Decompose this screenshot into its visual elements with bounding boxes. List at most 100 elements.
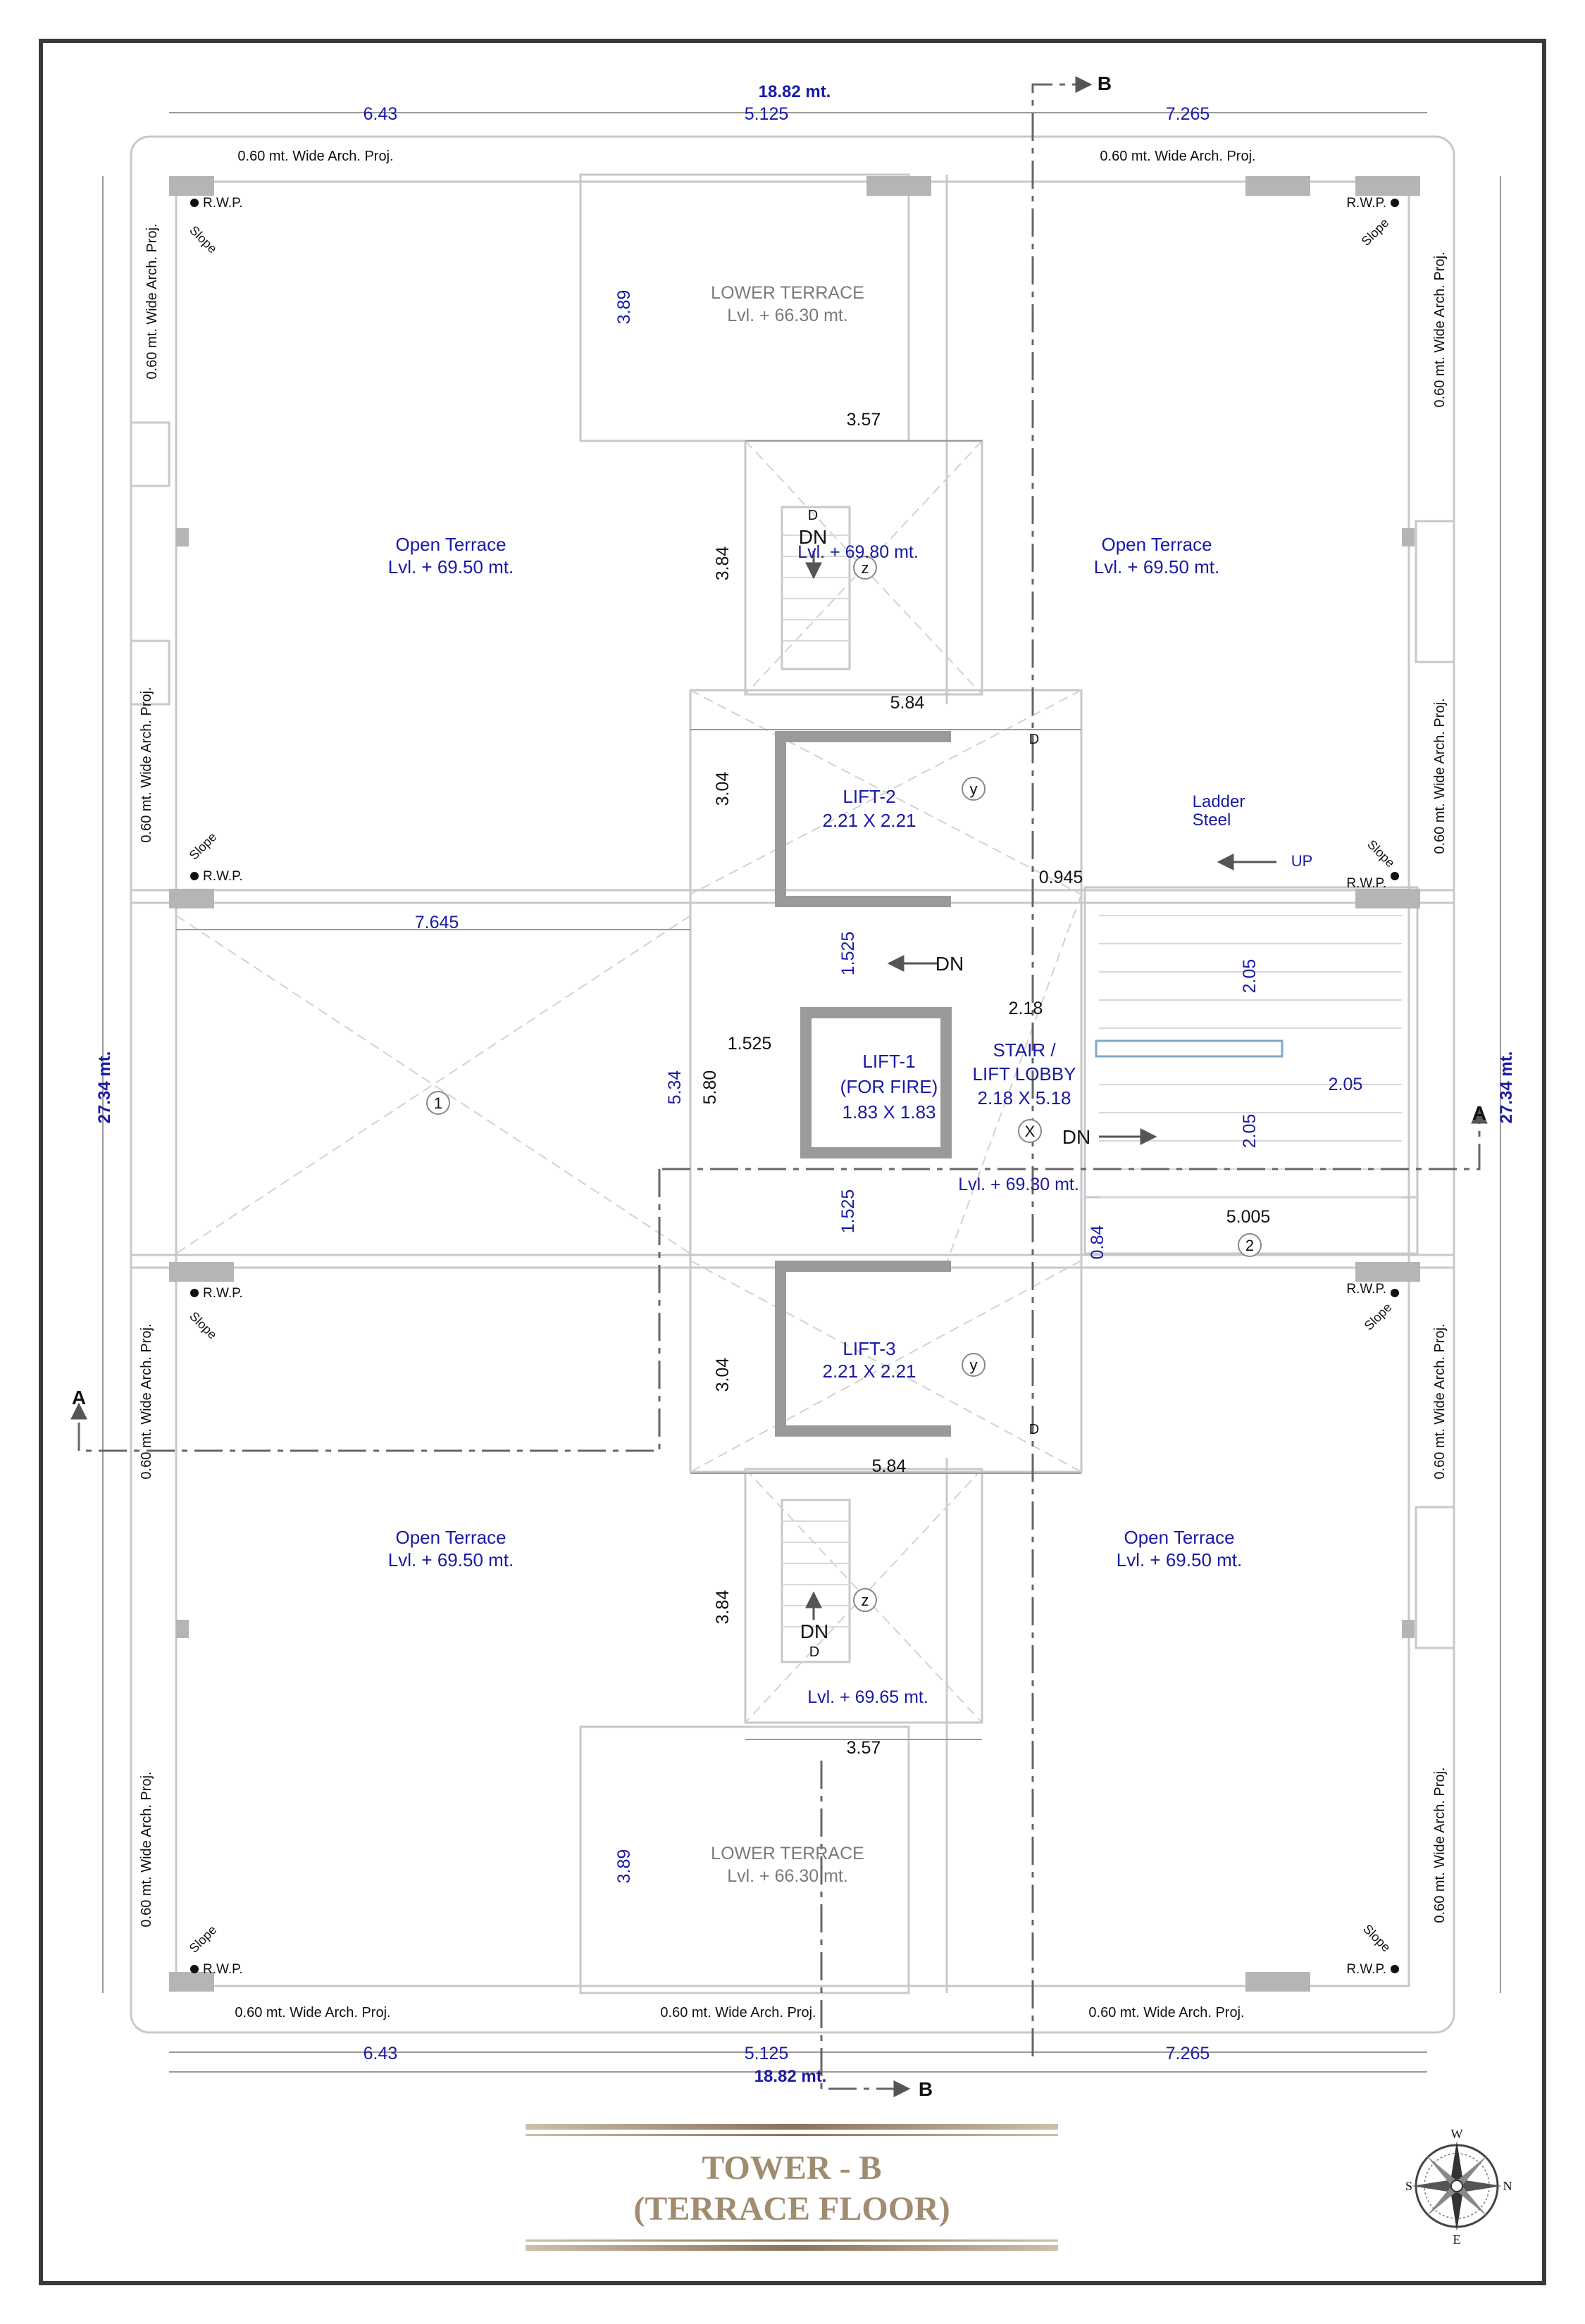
dimension-lines <box>102 112 1501 2073</box>
lift2-size: 2.21 X 2.21 <box>823 810 916 831</box>
d-label-lift3: D <box>1029 1422 1039 1437</box>
arch-proj-top-right: 0.60 mt. Wide Arch. Proj. <box>1100 149 1255 164</box>
dim-lift-clear-upper: 1.525 <box>838 932 858 976</box>
stair-lobby-name-1: STAIR / <box>993 1039 1056 1061</box>
slope-label-bl: Slope <box>187 1923 220 1956</box>
dim-lift-block-depth-bottom: 3.04 <box>713 1358 733 1392</box>
compass-e: E <box>1453 2232 1461 2247</box>
dim-lobby-depth: 5.80 <box>700 1070 720 1105</box>
dim-gap: 0.945 <box>1039 868 1083 887</box>
dn-label-stair: DN <box>1062 1126 1090 1148</box>
d-label-lift2: D <box>1029 732 1039 747</box>
d-label-bottom-stair: D <box>809 1644 819 1660</box>
stair-treads <box>782 535 1402 1628</box>
direction-arrows <box>805 551 1276 1620</box>
title-bar-bottom <box>526 2239 1058 2242</box>
dim-seg-mid-top: 5.125 <box>745 104 789 124</box>
arch-proj-left-2: 0.60 mt. Wide Arch. Proj. <box>139 687 154 842</box>
dn-label-top-stair: DN <box>799 526 827 548</box>
dim-lobby-width: 2.18 <box>1009 999 1043 1018</box>
rwp-label-bl: R.W.P. <box>203 1962 243 1977</box>
lift2-name: LIFT-2 <box>843 786 895 807</box>
dim-lift-block-depth-top: 3.04 <box>713 772 733 806</box>
tag-z-top: z <box>862 559 869 577</box>
tag-y-lift2: y <box>970 780 978 798</box>
arch-proj-left-1: 0.60 mt. Wide Arch. Proj. <box>144 223 160 379</box>
tag-x: X <box>1025 1123 1036 1140</box>
dim-seg-right-bottom: 7.265 <box>1166 2044 1210 2063</box>
open-terrace-bl-lvl: Lvl. + 69.50 mt. <box>388 1549 514 1570</box>
slope-label-ml: Slope <box>187 830 220 863</box>
dn-label-lobby: DN <box>936 953 964 975</box>
ladder-label: Ladder <box>1193 792 1245 811</box>
section-b-bottom: B <box>919 2078 933 2100</box>
d-label-top-stair: D <box>808 508 818 523</box>
open-terrace-tl: Open Terrace <box>395 534 506 555</box>
dim-stair-depth-bottom: 3.84 <box>713 1590 733 1625</box>
tag-y-lift3: y <box>970 1356 978 1374</box>
section-b-top: B <box>1098 73 1112 94</box>
arch-proj-bottom-left: 0.60 mt. Wide Arch. Proj. <box>235 2005 390 2020</box>
stair-handrail <box>1095 1039 1283 1058</box>
dim-bay-width: 7.645 <box>415 913 459 932</box>
lift1-name: LIFT-1 <box>862 1051 915 1072</box>
dim-stair-flight-lower: 2.05 <box>1240 1114 1260 1149</box>
open-terrace-tl-lvl: Lvl. + 69.50 mt. <box>388 556 514 577</box>
tag-2: 2 <box>1245 1237 1254 1254</box>
arch-proj-right-1: 0.60 mt. Wide Arch. Proj. <box>1432 251 1448 407</box>
open-terrace-tr-lvl: Lvl. + 69.50 mt. <box>1094 556 1219 577</box>
open-terrace-bl: Open Terrace <box>395 1527 506 1548</box>
dim-stair-width-bottom: 3.57 <box>847 1738 881 1758</box>
lower-terrace-bottom-lvl: Lvl. + 66.30 mt. <box>727 1866 848 1886</box>
stair-lobby-size: 2.18 X 5.18 <box>978 1087 1071 1108</box>
stair-lobby-name-2: LIFT LOBBY <box>973 1063 1076 1085</box>
tag-1: 1 <box>434 1094 442 1112</box>
slope-label-tl: Slope <box>187 223 220 256</box>
tag-circles <box>426 556 1262 1612</box>
lift1-note: (FOR FIRE) <box>840 1076 938 1097</box>
title-bar-top-2 <box>526 2134 1058 2136</box>
open-terrace-br: Open Terrace <box>1124 1527 1234 1548</box>
up-label: UP <box>1291 852 1313 870</box>
lower-terrace-bottom: LOWER TERRACE <box>711 1844 864 1863</box>
dim-stair-width-top: 3.57 <box>847 410 881 430</box>
rwp-label-ml: R.W.P. <box>203 869 243 884</box>
compass-n: N <box>1503 2179 1512 2193</box>
dim-landing: 0.84 <box>1088 1225 1107 1260</box>
rwp-label-tr: R.W.P. <box>1346 196 1386 211</box>
dim-lift-clear-lower: 1.525 <box>838 1189 858 1234</box>
dim-stair-flight-right: 2.05 <box>1329 1075 1363 1094</box>
slope-label-mr2: Slope <box>1362 1300 1395 1333</box>
slope-label-mr: Slope <box>1365 837 1398 870</box>
walls <box>130 135 1455 2034</box>
dim-seg-right-top: 7.265 <box>1166 104 1210 124</box>
dn-label-bottom-stair: DN <box>800 1620 828 1642</box>
section-a-left: A <box>72 1387 86 1408</box>
section-lines <box>70 76 1488 2097</box>
rwp-label-ml2: R.W.P. <box>203 1286 243 1301</box>
rwp-label-mr2: R.W.P. <box>1346 1282 1386 1297</box>
dim-lower-terrace-top: 3.89 <box>614 290 634 325</box>
dim-lift-clear-left: 1.525 <box>728 1034 772 1054</box>
compass-rose-icon <box>1412 2141 1502 2231</box>
slope-label-tr: Slope <box>1359 215 1392 249</box>
steel-label: Steel <box>1193 811 1231 830</box>
slope-label-br: Slope <box>1360 1922 1393 1955</box>
lift-walls <box>775 731 952 1437</box>
section-a-right: A <box>1472 1102 1486 1124</box>
title-bar-bottom-2 <box>526 2245 1058 2251</box>
stair-top-level: Lvl. + 69.80 mt. <box>797 542 919 562</box>
dim-overall-depth-left: 27.34 mt. <box>95 1051 114 1124</box>
arch-proj-right-3: 0.60 mt. Wide Arch. Proj. <box>1432 1323 1448 1479</box>
sheet-border <box>39 39 1546 2285</box>
dim-overall-width-top: 18.82 mt. <box>759 82 831 101</box>
arch-proj-left-3: 0.60 mt. Wide Arch. Proj. <box>139 1323 154 1479</box>
rwp-label-tl: R.W.P. <box>203 196 243 211</box>
arch-proj-left-4: 0.60 mt. Wide Arch. Proj. <box>139 1771 154 1927</box>
title-bar-top <box>526 2124 1058 2130</box>
dim-seg-left-top: 6.43 <box>363 104 398 124</box>
rwp-label-mr: R.W.P. <box>1346 876 1386 891</box>
dim-overall-width-bottom: 18.82 mt. <box>754 2067 827 2086</box>
rwp-dots <box>190 199 1399 1973</box>
